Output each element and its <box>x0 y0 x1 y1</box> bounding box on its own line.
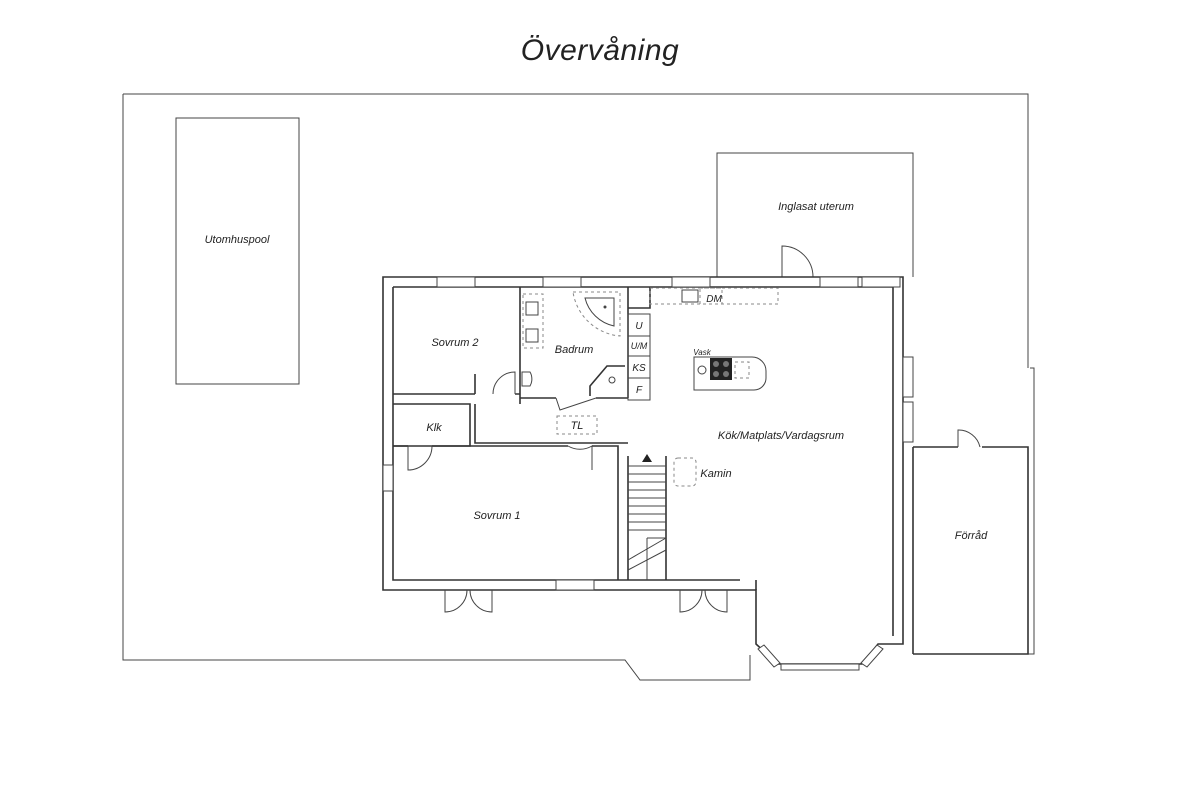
badrum-walls <box>520 287 651 399</box>
pool <box>175 117 300 385</box>
sink <box>525 328 539 343</box>
u-label: U <box>635 321 643 332</box>
sovrum1-door <box>407 445 433 471</box>
forrad-door <box>957 429 981 448</box>
forrad-label: Förråd <box>955 530 988 542</box>
cooktop <box>710 358 732 380</box>
vanity <box>522 293 544 349</box>
island-cabinet <box>734 361 750 379</box>
window <box>861 276 901 288</box>
terrace-outline <box>122 93 1035 681</box>
kitchen-island <box>693 356 767 391</box>
patio-door-right <box>679 589 728 613</box>
sovrum1-label: Sovrum 1 <box>473 510 520 522</box>
sovrum1-door2 <box>567 445 593 470</box>
fireplace <box>673 457 697 487</box>
plan-title: Övervåning <box>520 34 680 67</box>
bathtub <box>572 291 621 337</box>
bathtub-rim <box>584 297 615 327</box>
badrum-door <box>555 397 597 411</box>
window <box>902 401 914 443</box>
tub-drain <box>603 305 607 309</box>
window <box>382 464 394 492</box>
shower-drain <box>608 376 616 384</box>
sovrum1-walls <box>393 445 619 580</box>
shower-wall <box>589 365 625 396</box>
appliance-f <box>627 377 651 401</box>
patio-door-left <box>444 589 493 613</box>
sovrum2-door <box>492 371 516 395</box>
toilet <box>521 371 533 387</box>
tl-label: TL <box>571 420 584 432</box>
window <box>860 644 884 668</box>
sovrum2-label: Sovrum 2 <box>431 337 478 349</box>
staircase <box>627 465 667 580</box>
vask-label: Vask <box>693 348 711 357</box>
pool-label: Utomhuspool <box>205 234 270 246</box>
dishwasher <box>699 287 723 305</box>
window <box>555 579 595 591</box>
stair-arrow <box>642 454 652 462</box>
kok-label: Kök/Matplats/Vardagsrum <box>718 430 844 442</box>
klk-label: Klk <box>426 422 442 434</box>
window <box>780 663 860 671</box>
window <box>671 276 711 288</box>
kamin-label: Kamin <box>700 468 731 480</box>
sunroom-walls <box>716 152 914 277</box>
forrad-walls <box>912 446 1029 655</box>
kitchen-sink <box>681 289 699 303</box>
tl-box <box>556 415 598 435</box>
window <box>757 644 781 668</box>
sovrum2-walls <box>393 287 521 398</box>
vask-sink <box>697 365 707 375</box>
badrum-label: Badrum <box>555 344 594 356</box>
sunroom-door <box>781 245 814 278</box>
stair-walls <box>627 456 667 580</box>
window <box>436 276 476 288</box>
hall-walls <box>474 398 628 444</box>
ks-label: KS <box>632 363 646 374</box>
sunroom-label: Inglasat uterum <box>778 201 854 213</box>
window <box>542 276 582 288</box>
f-label: F <box>636 385 643 396</box>
window <box>819 276 859 288</box>
um-label: U/M <box>631 341 648 351</box>
dm-label: DM <box>706 294 722 305</box>
window <box>902 356 914 398</box>
sink <box>525 301 539 316</box>
house-walls <box>382 276 904 665</box>
